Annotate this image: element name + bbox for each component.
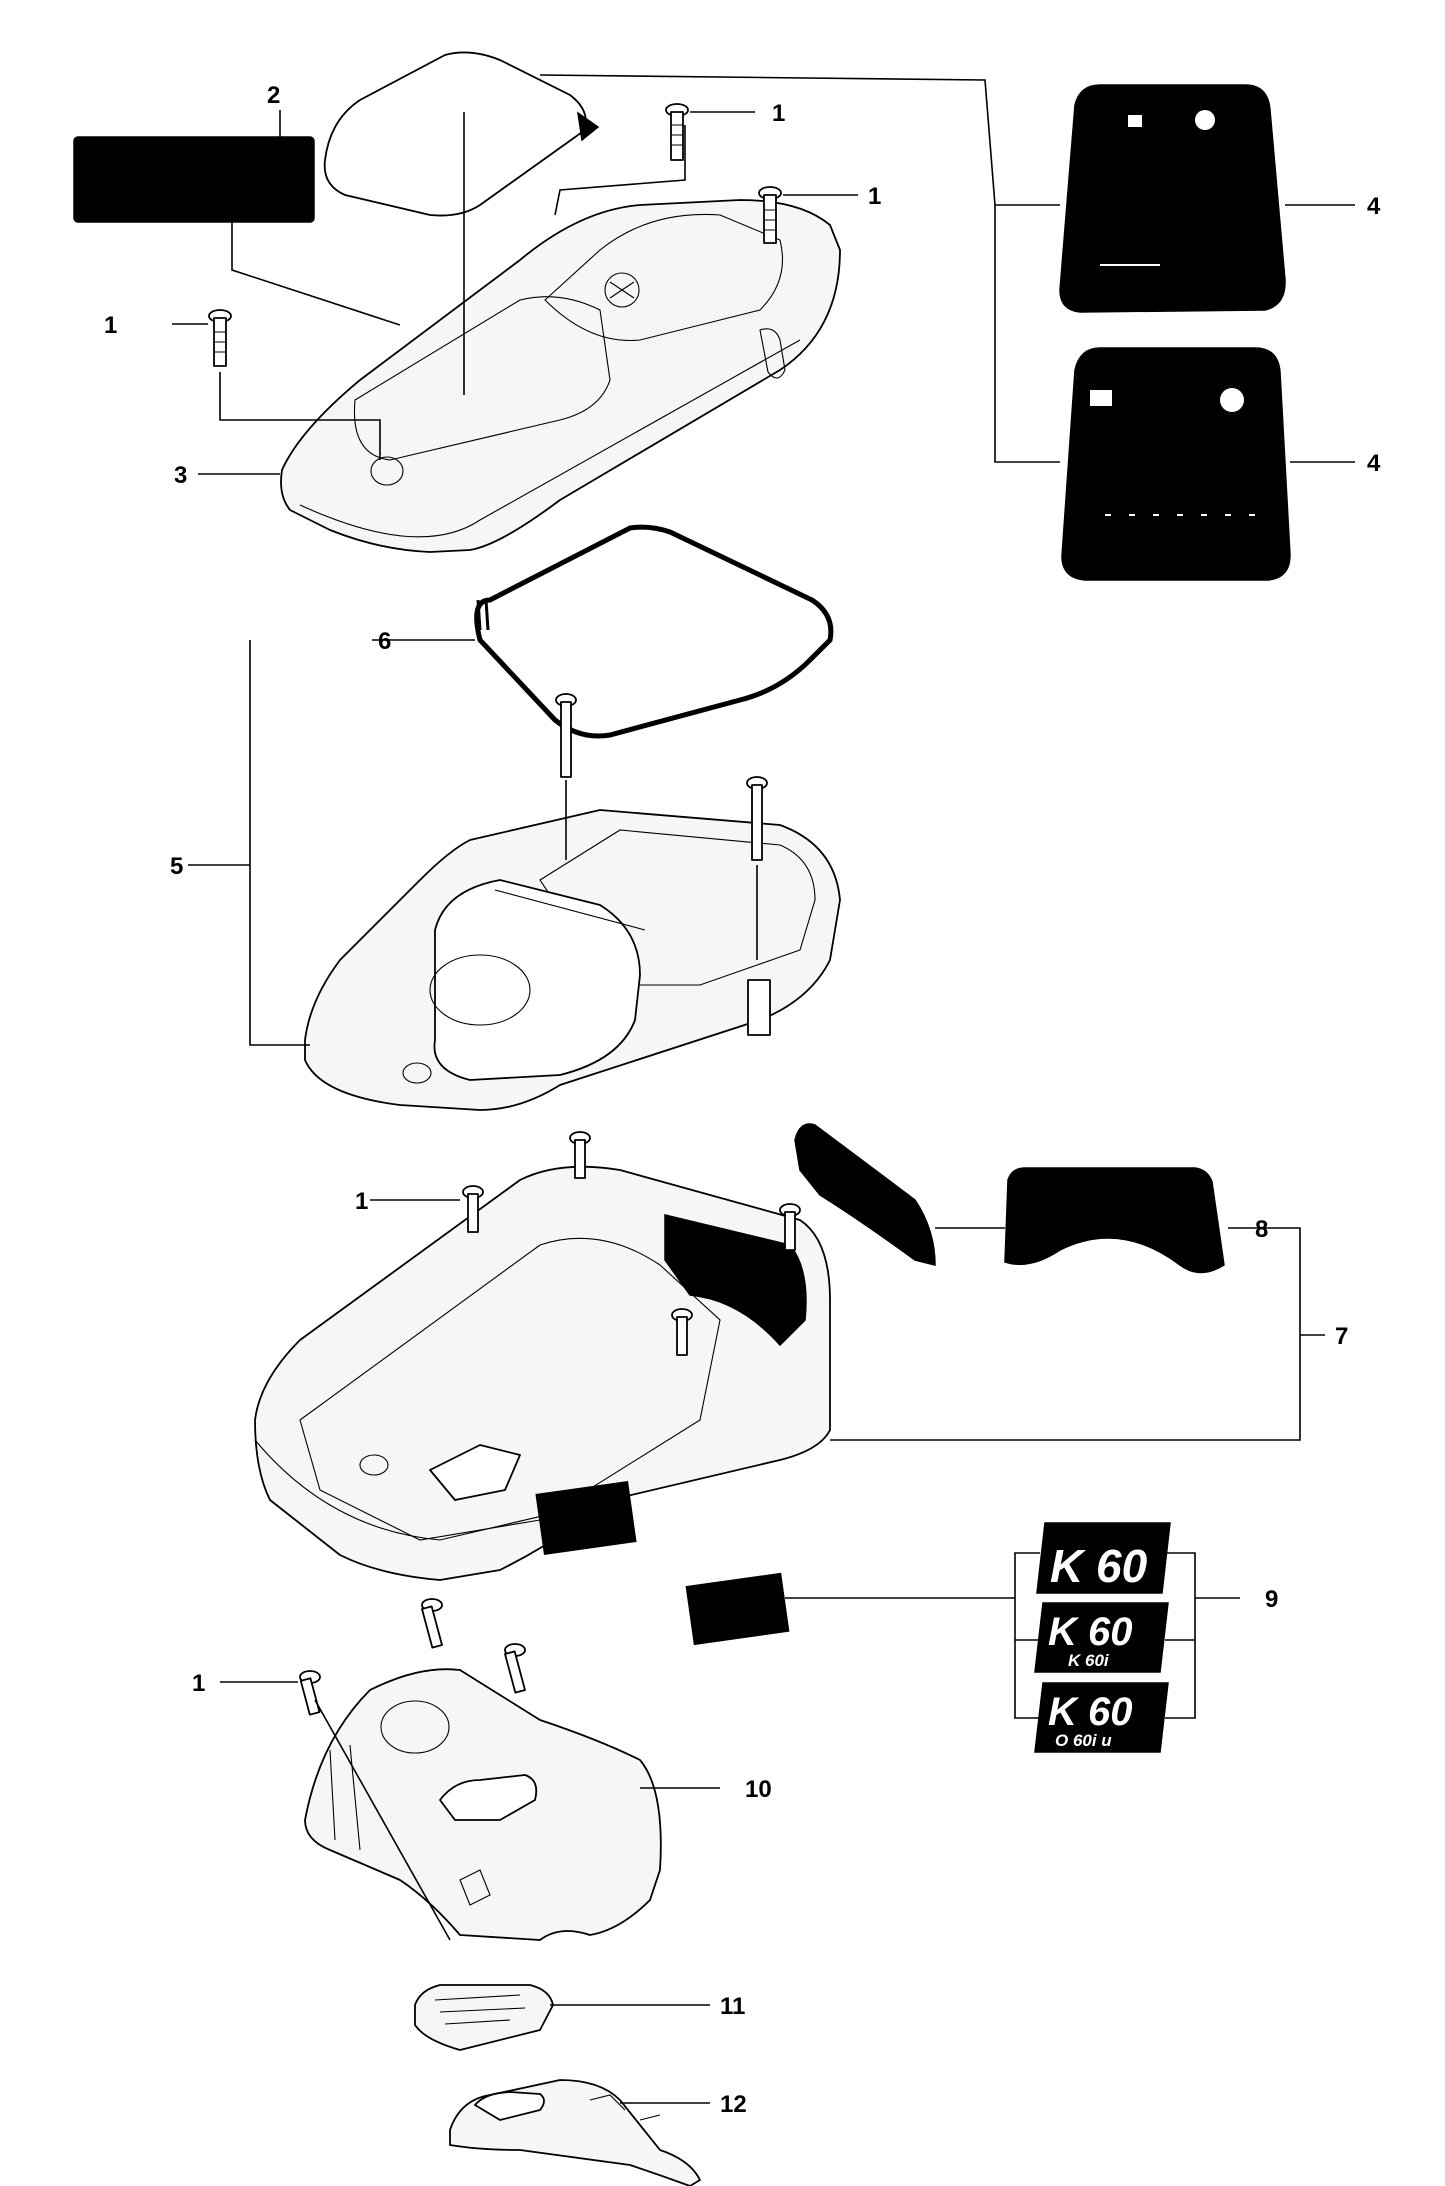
callout-3: 3 (174, 462, 187, 489)
front-screw-2 (421, 1598, 443, 1649)
callout-1-housing: 1 (355, 1188, 368, 1215)
side-decal-strip (794, 1123, 936, 1266)
housing-label-a (535, 1481, 637, 1555)
housing-screw-1 (555, 693, 577, 778)
callout-11: 11 (720, 1993, 745, 2020)
screw-top-2 (758, 186, 782, 244)
callout-6: 6 (378, 628, 391, 655)
front-screw-3 (504, 1643, 526, 1694)
lower-screw-1 (462, 1185, 484, 1233)
callout-5: 5 (170, 853, 183, 880)
callout-1-top: 1 (772, 100, 785, 127)
lower-housing (254, 1165, 831, 1581)
callout-1-left: 1 (104, 312, 117, 339)
callout-9: 9 (1265, 1586, 1278, 1613)
front-cover (304, 1668, 662, 1941)
housing-label-b (685, 1572, 790, 1646)
latch-part-12 (449, 2079, 701, 2186)
callout-12: 12 (720, 2091, 747, 2118)
model-decal-b: K 60 K 60i (1034, 1602, 1169, 1673)
callout-4-b: 4 (1367, 450, 1381, 477)
screw-top-1 (665, 103, 689, 161)
lower-screw-3 (779, 1203, 801, 1251)
housing-screw-2 (746, 776, 768, 861)
model-decal-c-text: K 60 (1048, 1690, 1133, 1734)
inspection-window-plate (323, 51, 600, 217)
filter-housing (304, 809, 841, 1111)
rubber-cap-part-11 (414, 1984, 554, 2051)
model-decal-a: K 60 (1036, 1522, 1171, 1594)
decal-part-4-a (1059, 84, 1286, 313)
model-decal-c: K 60 O 60i u (1034, 1682, 1169, 1753)
callout-2: 2 (267, 82, 280, 109)
model-decal-c-subtext: O 60i u (1055, 1731, 1112, 1750)
front-screw-1 (299, 1670, 321, 1716)
gasket-seal (474, 524, 834, 739)
lower-screw-4 (671, 1308, 693, 1356)
callout-8: 8 (1255, 1216, 1268, 1243)
model-decal-b-subtext: K 60i (1068, 1651, 1110, 1670)
logo-symbol (604, 272, 640, 308)
label-plate-part-2 (73, 136, 315, 223)
lower-screw-2 (569, 1131, 591, 1179)
callout-1-right: 1 (868, 183, 881, 210)
decal-part-8 (1004, 1167, 1225, 1274)
top-cover (280, 199, 841, 553)
leader-lines (172, 74, 1355, 2104)
callout-10: 10 (745, 1776, 772, 1803)
model-decal-a-text: K 60 (1050, 1540, 1148, 1592)
callout-4-a: 4 (1367, 193, 1381, 220)
model-decal-b-text: K 60 (1048, 1610, 1133, 1654)
decal-part-4-b (1061, 347, 1291, 581)
callout-1-front: 1 (192, 1670, 205, 1697)
callout-7: 7 (1335, 1323, 1348, 1350)
screw-left (208, 309, 232, 367)
